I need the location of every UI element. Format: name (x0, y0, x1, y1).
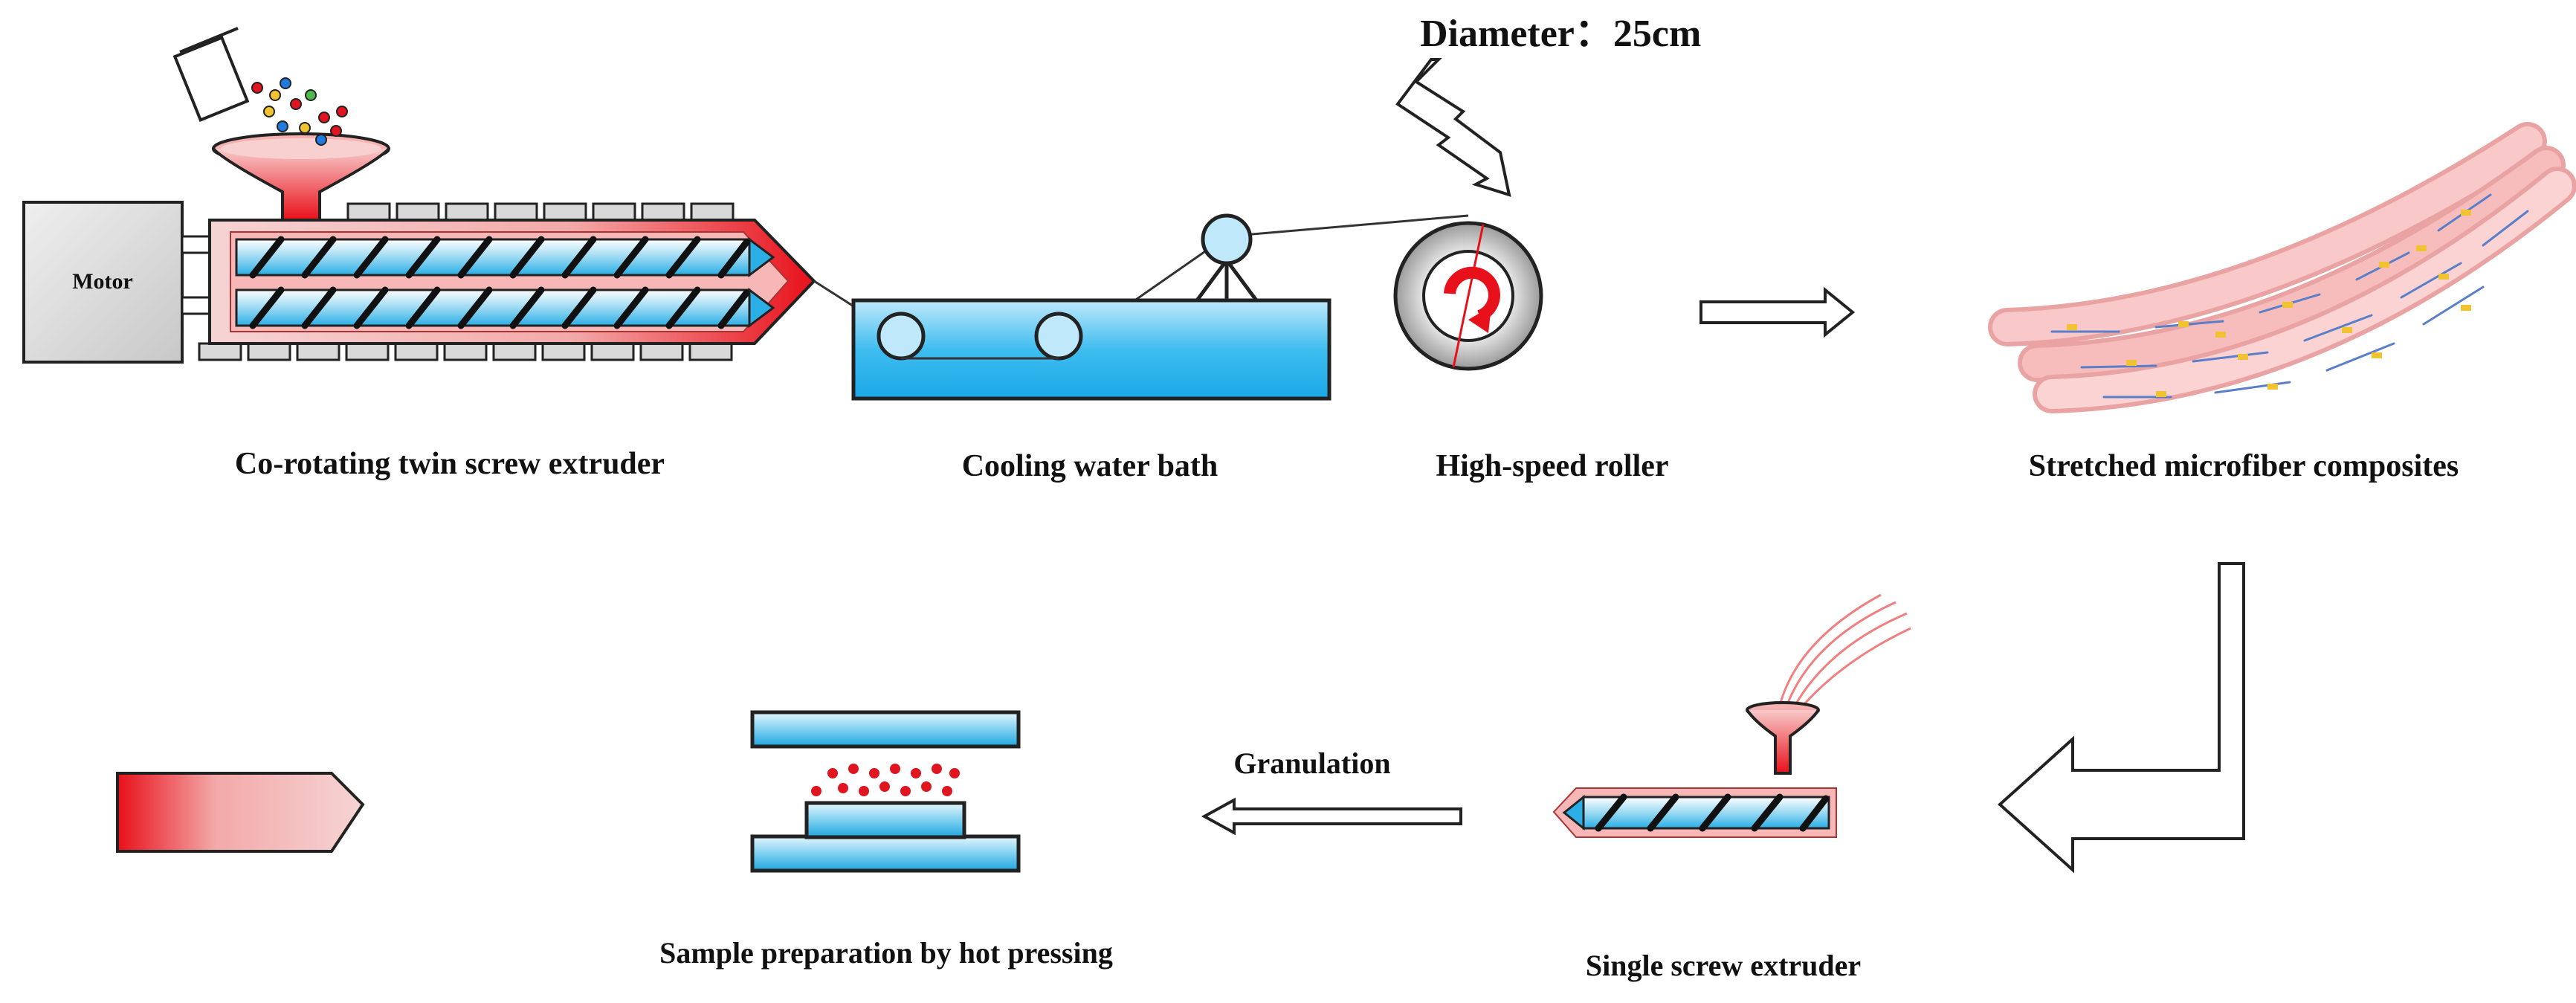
roller-icon (1393, 221, 1543, 371)
roller-label: High-speed roller (1436, 449, 1668, 483)
hopper-icon (212, 132, 390, 222)
single-extruder-label: Single screw extruder (1586, 949, 1861, 982)
pellets (811, 764, 960, 796)
hot-press (750, 710, 1021, 873)
extruder-label: Co-rotating twin screw extruder (235, 447, 665, 481)
bag-icon (172, 27, 250, 122)
cooling-water-bath (851, 213, 1331, 401)
process-arrow-icon (1201, 797, 1462, 836)
motor-label: Motor (72, 269, 133, 294)
pulley-icon (1195, 213, 1259, 302)
motor: Motor (22, 201, 184, 364)
granulation-label: Granulation (1233, 746, 1390, 780)
heater-blocks-top (346, 202, 735, 222)
twin-screws (235, 236, 775, 329)
press-plate-icon (750, 710, 1021, 749)
twin-screw-extruder (198, 202, 816, 361)
hot-press-label: Sample preparation by hot pressing (659, 936, 1113, 970)
lightning-arrow-icon (1395, 58, 1511, 197)
single-screw-extruder (116, 593, 1911, 853)
process-arrow-icon (1699, 286, 1856, 338)
bath-roller-icon (877, 312, 926, 361)
extruder-barrel (116, 772, 365, 853)
microfiber-composite-icon (1988, 122, 2576, 413)
composite-label: Stretched microfiber composites (2029, 449, 2459, 483)
bath-label: Cooling water bath (962, 449, 1218, 483)
rotation-arrow-icon (1444, 266, 1500, 333)
pellets-falling (251, 77, 348, 146)
press-mold (804, 801, 966, 839)
process-arrow-icon (1998, 562, 2245, 874)
press-plate-icon (750, 834, 1021, 873)
fiber-strands (1779, 593, 1911, 711)
hopper-icon (1746, 701, 1820, 775)
diameter-label: Diameter：25cm (1420, 13, 1701, 55)
heater-blocks-bottom (198, 342, 733, 361)
bath-roller-icon (1034, 312, 1083, 361)
